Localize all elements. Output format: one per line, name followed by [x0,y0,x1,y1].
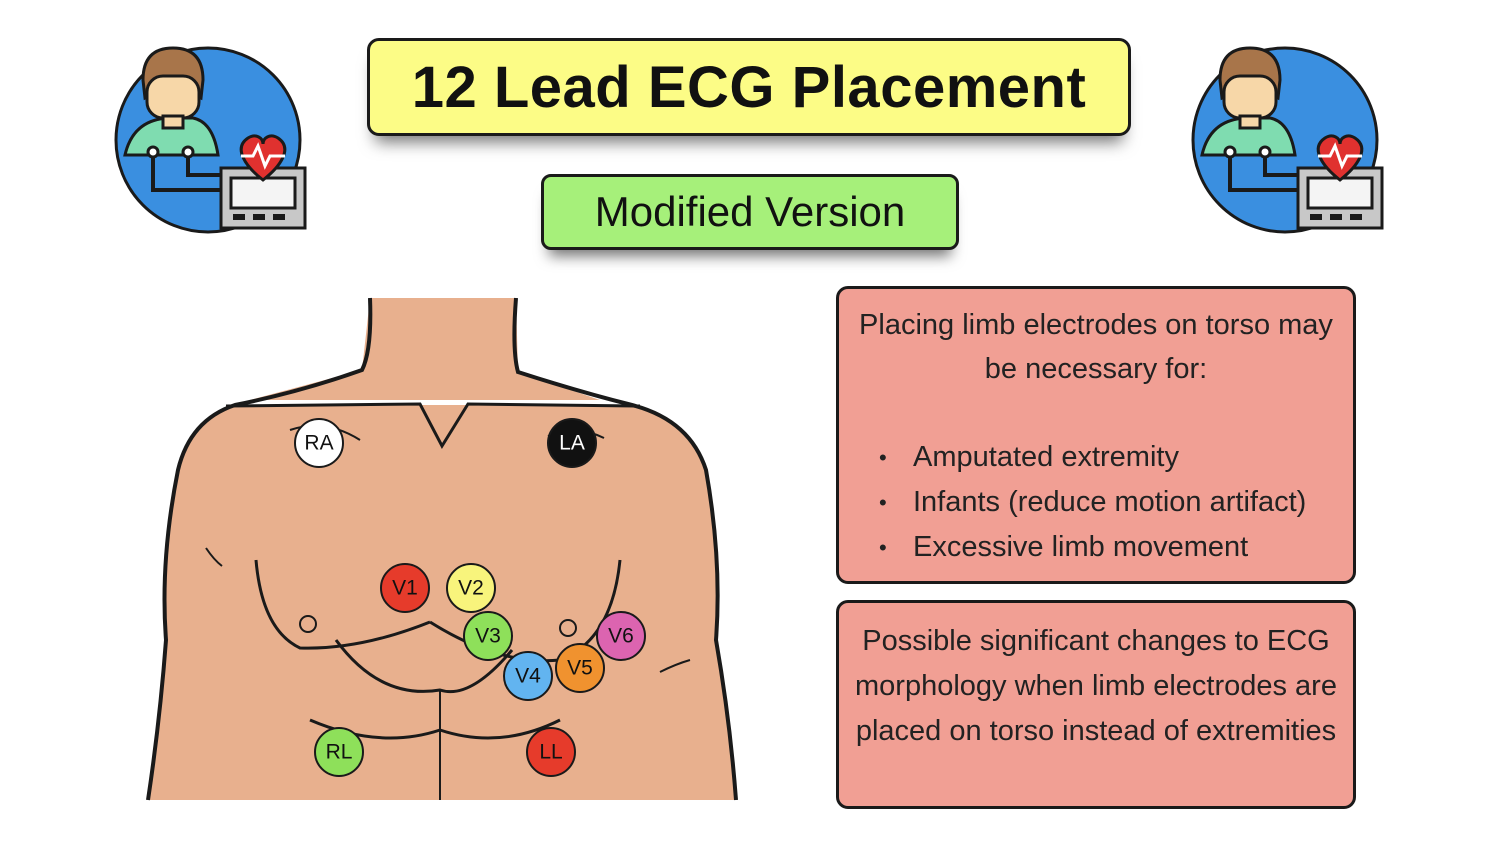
electrode-v1: V1 [380,563,430,613]
info-box-indications: Placing limb electrodes on torso may be … [836,286,1356,584]
torso-body [146,297,738,801]
electrode-label: V4 [515,665,541,688]
electrode-label: V1 [392,577,418,600]
indications-intro: Placing limb electrodes on torso may be … [859,309,1333,385]
electrode-label: RA [304,432,333,455]
indications-list: •Amputated extremity •Infants (reduce mo… [855,435,1337,570]
electrode-label: LL [539,741,562,764]
electrode-ra: RA [294,418,344,468]
electrode-label: V3 [475,625,501,648]
electrode-circle [547,418,597,468]
subtitle-banner: Modified Version [541,174,959,250]
page-title: 12 Lead ECG Placement [411,54,1087,120]
page-subtitle: Modified Version [594,188,906,235]
electrode-circle [446,563,496,613]
electrode-v2: V2 [446,563,496,613]
electrode-circle [294,418,344,468]
ecg-monitor-patient-icon [114,46,307,234]
info-box-warning: Possible significant changes to ECG morp… [836,600,1356,809]
ecg-monitor-patient-icon [1191,46,1384,234]
electrode-circle [463,611,513,661]
list-item: •Excessive limb movement [879,525,1337,570]
bullet-icon: • [879,535,887,560]
electrode-rl: RL [314,727,364,777]
electrode-la: LA [547,418,597,468]
electrode-v5: V5 [555,643,605,693]
electrode-ll: LL [526,727,576,777]
electrode-circle [503,651,553,701]
list-item: •Amputated extremity [879,435,1337,480]
electrode-label: RL [326,741,353,764]
electrode-circle [314,727,364,777]
electrode-circle [380,563,430,613]
bullet-icon: • [879,445,887,470]
electrode-label: V5 [567,657,593,680]
electrode-circle [555,643,605,693]
list-item: •Infants (reduce motion artifact) [879,480,1337,525]
electrode-label: V2 [458,577,484,600]
title-banner: 12 Lead ECG Placement [367,38,1131,136]
electrode-label: V6 [608,625,634,648]
electrode-circle [526,727,576,777]
electrode-v3: V3 [463,611,513,661]
bullet-icon: • [879,490,887,515]
electrode-v6: V6 [596,611,646,661]
electrode-label: LA [559,432,585,455]
electrode-v4: V4 [503,651,553,701]
electrode-circle [596,611,646,661]
warning-text: Possible significant changes to ECG morp… [855,625,1337,747]
